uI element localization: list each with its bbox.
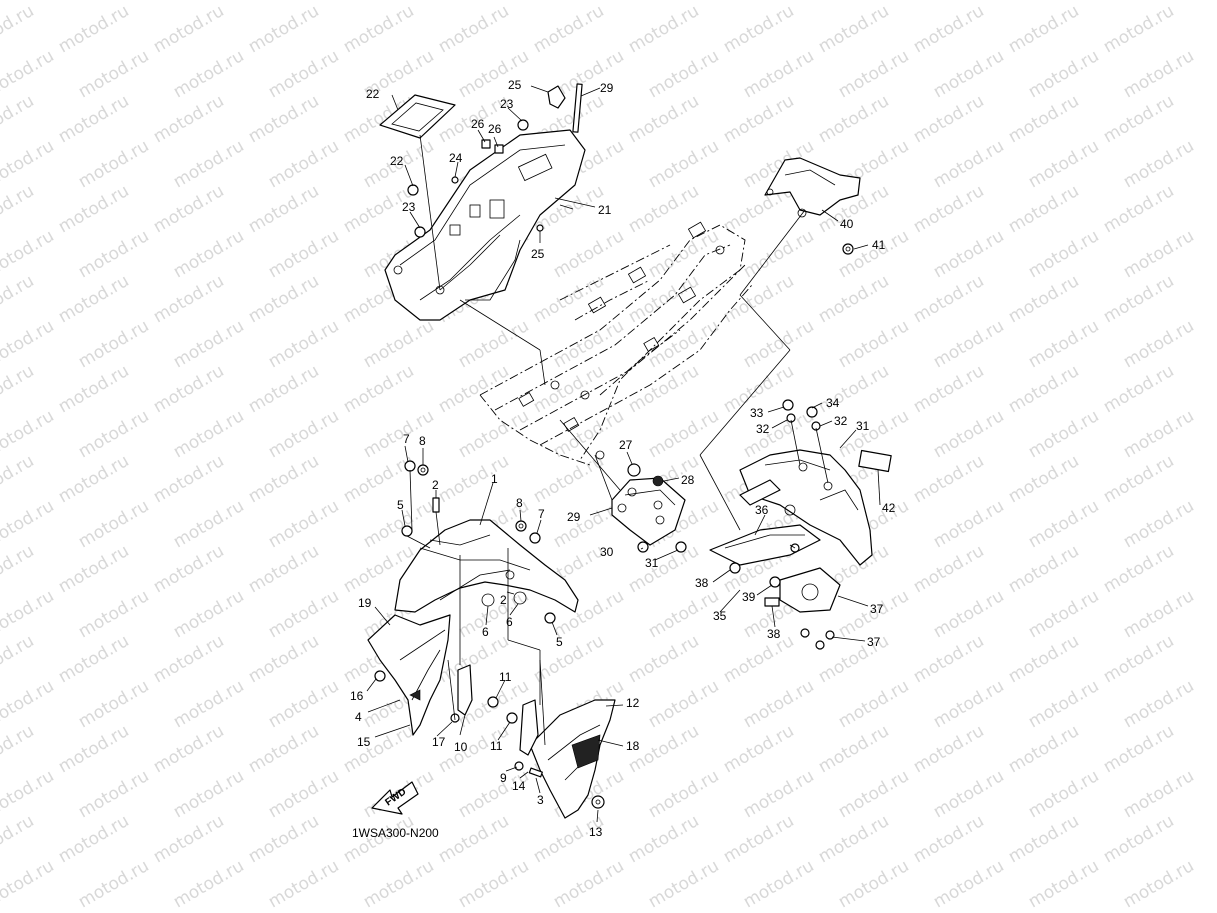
- callout-8b: 8: [516, 496, 523, 510]
- front-fender: [394, 519, 579, 613]
- callout-28: 29: [567, 510, 581, 524]
- diagram-code: 1WSA300-N200: [352, 826, 439, 840]
- callout-20: 21: [598, 203, 612, 217]
- callout-14: 14: [512, 779, 526, 793]
- callout-15: 15: [357, 735, 371, 749]
- callout-10: 10: [454, 740, 468, 754]
- callout-29b: 31: [645, 556, 659, 570]
- callout-18: 18: [626, 739, 640, 753]
- rear-bracket-39: [764, 157, 861, 218]
- fwd-arrow: FWD: [371, 781, 419, 815]
- side-cover-right: [529, 699, 616, 819]
- callout-2b: 2: [500, 593, 507, 607]
- callout-11a: 11: [499, 670, 512, 684]
- callout-22c: 23: [500, 97, 514, 111]
- leader-lines: [366, 85, 881, 823]
- callout-32a: 33: [750, 406, 764, 420]
- callout-29a: 30: [600, 545, 614, 559]
- callout-38b: 39: [742, 590, 756, 604]
- callout-7b: 7: [538, 507, 545, 521]
- callout-12: 12: [626, 696, 640, 710]
- callout-31a: 32: [756, 422, 770, 436]
- callout-35: 37: [870, 602, 884, 616]
- callout-8a: 8: [419, 434, 426, 448]
- assembly-lines: [406, 134, 829, 746]
- callout-41: 42: [882, 501, 896, 515]
- callout-34: 36: [755, 503, 769, 517]
- callout-31b: 32: [834, 414, 848, 428]
- license-bracket: [709, 449, 892, 613]
- callout-36: 38: [767, 627, 781, 641]
- callout-25a: 26: [471, 117, 485, 131]
- callout-17: 17: [432, 735, 446, 749]
- callout-9: 9: [500, 771, 507, 785]
- callout-32b: 34: [826, 396, 840, 410]
- fasteners: [374, 83, 854, 809]
- callout-2a: 2: [432, 478, 439, 492]
- callout-3: 3: [537, 793, 544, 807]
- bracket-28: [611, 477, 686, 546]
- callout-6b: 6: [506, 615, 513, 629]
- rear-tray: [384, 129, 586, 321]
- callout-5b: 5: [556, 635, 563, 649]
- callout-23a: 24: [449, 151, 463, 165]
- callout-6a: 6: [482, 625, 489, 639]
- seat-pad: [379, 94, 456, 139]
- callout-30: 31: [856, 419, 870, 433]
- callout-21: 22: [366, 87, 380, 101]
- callout-23b: 25: [531, 247, 545, 261]
- callout-33: 35: [713, 609, 727, 623]
- callout-7a: 7: [403, 432, 410, 446]
- stay-brackets: [457, 664, 539, 756]
- callout-24: 25: [508, 78, 522, 92]
- callout-37: 37: [867, 635, 881, 649]
- callout-25b: 26: [488, 122, 502, 136]
- callout-16: 16: [350, 689, 364, 703]
- callout-5a: 5: [397, 498, 404, 512]
- callout-1: 1: [491, 472, 498, 486]
- callout-39: 40: [840, 217, 854, 231]
- callout-19: 19: [358, 596, 372, 610]
- callout-38a: 38: [695, 576, 709, 590]
- callout-13: 13: [589, 825, 603, 839]
- callout-22a: 22: [390, 154, 404, 168]
- callout-26b: 28: [681, 473, 695, 487]
- callout-22b: 23: [402, 200, 416, 214]
- side-cover-left: [367, 614, 451, 736]
- callout-numbers: 22 22 23 23 24 25 25 26 26 29 21 40 41 2…: [350, 78, 896, 839]
- callout-4: 4: [355, 710, 362, 724]
- frame-outline: [479, 221, 753, 466]
- callout-11b: 11: [490, 739, 503, 753]
- callout-40: 41: [872, 238, 886, 252]
- callout-27: 29: [600, 81, 614, 95]
- callout-26a: 27: [619, 438, 633, 452]
